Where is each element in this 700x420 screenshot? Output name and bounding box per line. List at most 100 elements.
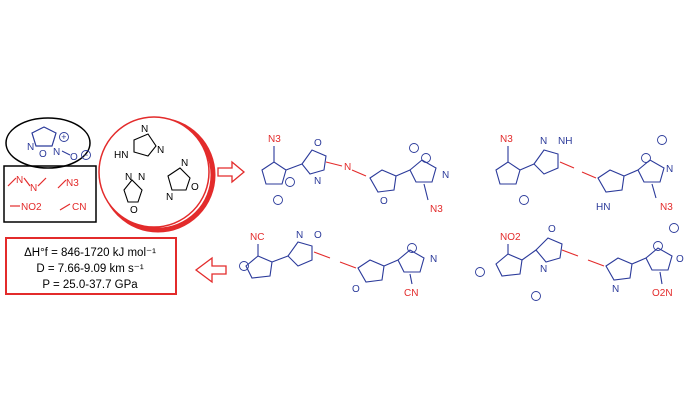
bl-nc: NC (250, 232, 264, 243)
tl-oxadiazole-2 (369, 169, 397, 193)
oxadiazole-134-ring (123, 179, 143, 203)
br-oxadiazole-2 (605, 257, 633, 281)
bl-oxadiazole-2 (357, 259, 385, 283)
furoxan-ellipse (5, 117, 91, 169)
br-azo-2 (587, 259, 605, 267)
bl-azo-1 (313, 251, 331, 259)
tl-plus-charge (285, 177, 295, 187)
furoxan-ring (31, 126, 57, 147)
tl-azo-2 (351, 169, 367, 177)
oxadiazole-134-o: O (130, 205, 138, 216)
br-plus-charge (653, 241, 663, 251)
tr-link-2 (623, 169, 639, 177)
properties-panel: ΔH°f = 846-1720 kJ mol⁻¹ D = 7.66-9.09 k… (5, 237, 177, 295)
br-link-2 (631, 257, 647, 265)
br-furoxan-2 (645, 247, 673, 271)
azo-bond-3 (37, 177, 47, 187)
azo-n2: N (30, 183, 37, 194)
tl-oxadiazole-1 (301, 149, 327, 175)
tl-n3-bond-2 (423, 183, 429, 201)
cyano-label: CN (72, 202, 86, 213)
furoxan-n2: N (53, 147, 60, 158)
groups-box (3, 165, 97, 223)
oxadiazole-124-o: O (191, 182, 199, 193)
tr-minus-charge-2 (657, 135, 667, 145)
tr-n-1: N (540, 136, 547, 147)
tl-link-1 (285, 163, 303, 171)
br-n-2: N (612, 284, 619, 295)
heat-of-formation: ΔH°f = 846-1720 kJ mol⁻¹ (24, 247, 156, 259)
br-furoxan-1 (495, 253, 523, 277)
furoxan-n1: N (27, 142, 34, 153)
oxadiazole-124-ring (167, 167, 191, 191)
tr-n3-bond-2 (651, 183, 657, 199)
bl-link-1 (271, 255, 289, 263)
bl-o-1: O (314, 230, 322, 241)
br-n-1: N (540, 264, 547, 275)
furoxan-minus-sign: − (83, 150, 88, 160)
bl-link-2 (383, 259, 399, 267)
bl-azo-2 (339, 261, 357, 269)
tr-n3-b: N3 (660, 202, 673, 213)
charge-markers (239, 135, 679, 301)
building-blocks-panel: N O N + O − N N N3 NO2 CN N N HN (3, 116, 216, 233)
tr-triazole-2 (597, 169, 625, 193)
azo-bond-1 (7, 177, 17, 187)
tl-o-2: O (380, 196, 388, 207)
tr-n-2: N (666, 164, 673, 175)
arrow-to-products (217, 160, 246, 184)
furoxan-no-bond (61, 150, 71, 156)
bl-oxadiazole-1 (287, 241, 313, 267)
br-oxadiazole-1 (535, 237, 563, 263)
azo-n1: N (16, 175, 23, 186)
arrow-to-properties (194, 256, 227, 284)
furoxan-o2: O (70, 152, 78, 163)
br-o2n: O2N (652, 288, 673, 299)
detonation-pressure: P = 25.0-37.7 GPa (42, 279, 138, 291)
tl-plus-charge-2 (421, 153, 431, 163)
tl-n3-a: N3 (268, 134, 281, 145)
bl-furoxan-1 (245, 255, 273, 279)
molecule-bottom-left (245, 241, 425, 285)
bl-n-2: N (430, 254, 437, 265)
azido-label: N3 (66, 178, 79, 189)
heterocycle-circle (98, 116, 210, 228)
nitro-label: NO2 (21, 202, 42, 213)
furoxan-plus-charge (59, 132, 69, 142)
tr-furoxan-1 (495, 161, 521, 185)
br-minus-charge-2 (531, 291, 541, 301)
br-no2: NO2 (500, 232, 521, 243)
azo-group (7, 177, 47, 187)
molecule-top-right (495, 146, 665, 199)
br-link-1 (521, 249, 537, 261)
oxadiazole-134-n2: N (138, 172, 145, 183)
tl-minus-charge (273, 195, 283, 205)
detonation-velocity: D = 7.66-9.09 km s⁻¹ (36, 263, 144, 275)
tr-azo-2 (581, 171, 597, 179)
molecule-bottom-right (495, 237, 673, 285)
bl-cn: CN (404, 288, 418, 299)
br-minus-charge (475, 267, 485, 277)
tr-triazole-1 (533, 149, 559, 175)
tl-o-1: O (314, 138, 322, 149)
furoxan-o1: O (39, 149, 47, 160)
tr-azo-1 (559, 161, 575, 169)
furoxan-plus-sign: + (61, 132, 66, 142)
tr-furoxan-2 (637, 159, 665, 183)
br-o-1: O (548, 224, 556, 235)
br-minus-charge-3 (669, 223, 679, 233)
triazole-n2: N (157, 145, 164, 156)
tr-hn: HN (596, 202, 610, 213)
br-o-2: O (676, 254, 684, 265)
bl-furoxan-2 (397, 249, 425, 273)
tl-n-1: N (314, 176, 321, 187)
furoxan-pentagon (31, 126, 57, 147)
oxadiazole-124-n2: N (166, 192, 173, 203)
br-azo-1 (561, 249, 579, 257)
tl-n3-b: N3 (430, 204, 443, 215)
properties-box (5, 237, 177, 295)
bl-plus-charge (407, 243, 417, 253)
triazole-hn: HN (114, 150, 128, 161)
azido-bond (57, 179, 67, 189)
